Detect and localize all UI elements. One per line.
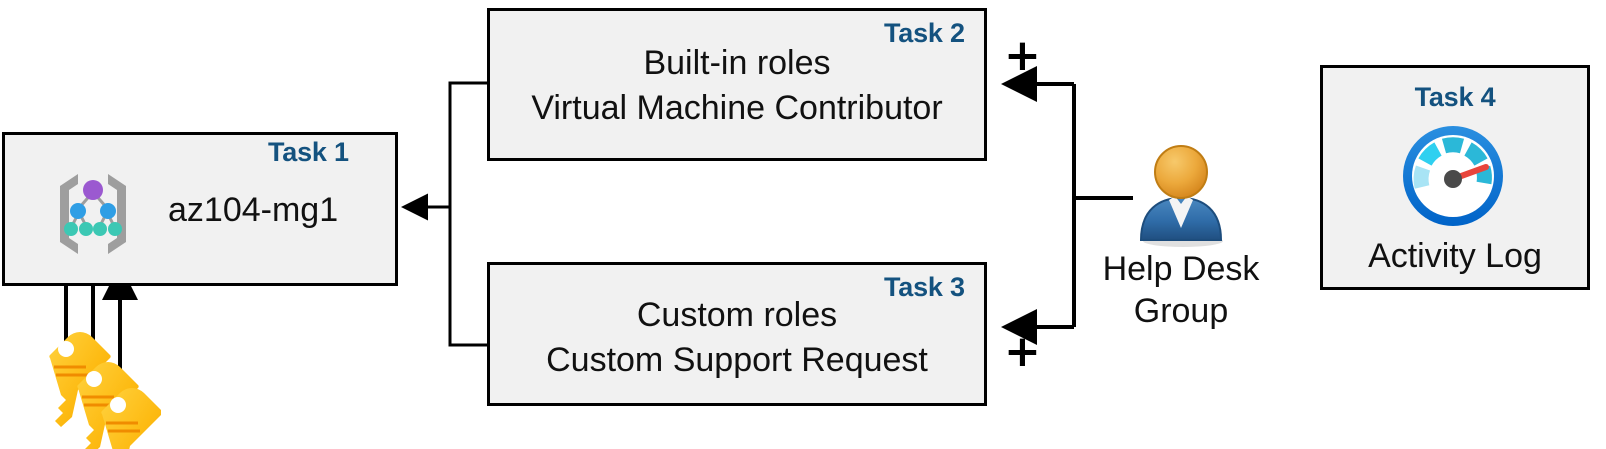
task1-box[interactable]: [2, 132, 398, 286]
helpdesk-line1: Help Desk: [1102, 250, 1260, 288]
plus-sign-top: +: [1004, 30, 1041, 81]
plus-sign-bottom: +: [1004, 326, 1041, 377]
task4-node-label: Activity Log: [1368, 237, 1542, 275]
gauge-icon: [1398, 121, 1508, 231]
task1-node-label: az104-mg1: [168, 191, 339, 229]
task2-label: Task 2: [884, 18, 965, 48]
task3-box[interactable]: [487, 262, 987, 406]
helpdesk-line2: Group: [1133, 292, 1229, 330]
task3-line1: Custom roles: [636, 296, 838, 334]
keys-icon: [36, 315, 163, 449]
user-group-icon: [1133, 142, 1229, 248]
task2-line2: Virtual Machine Contributor: [531, 89, 943, 127]
task4-label: Task 4: [1414, 82, 1496, 112]
task2-line1: Built-in roles: [643, 44, 831, 82]
task3-label: Task 3: [884, 272, 965, 302]
task1-label: Task 1: [268, 137, 349, 167]
management-group-icon: [48, 168, 138, 254]
task2-box[interactable]: [487, 8, 987, 161]
task3-line2: Custom Support Request: [546, 341, 928, 379]
